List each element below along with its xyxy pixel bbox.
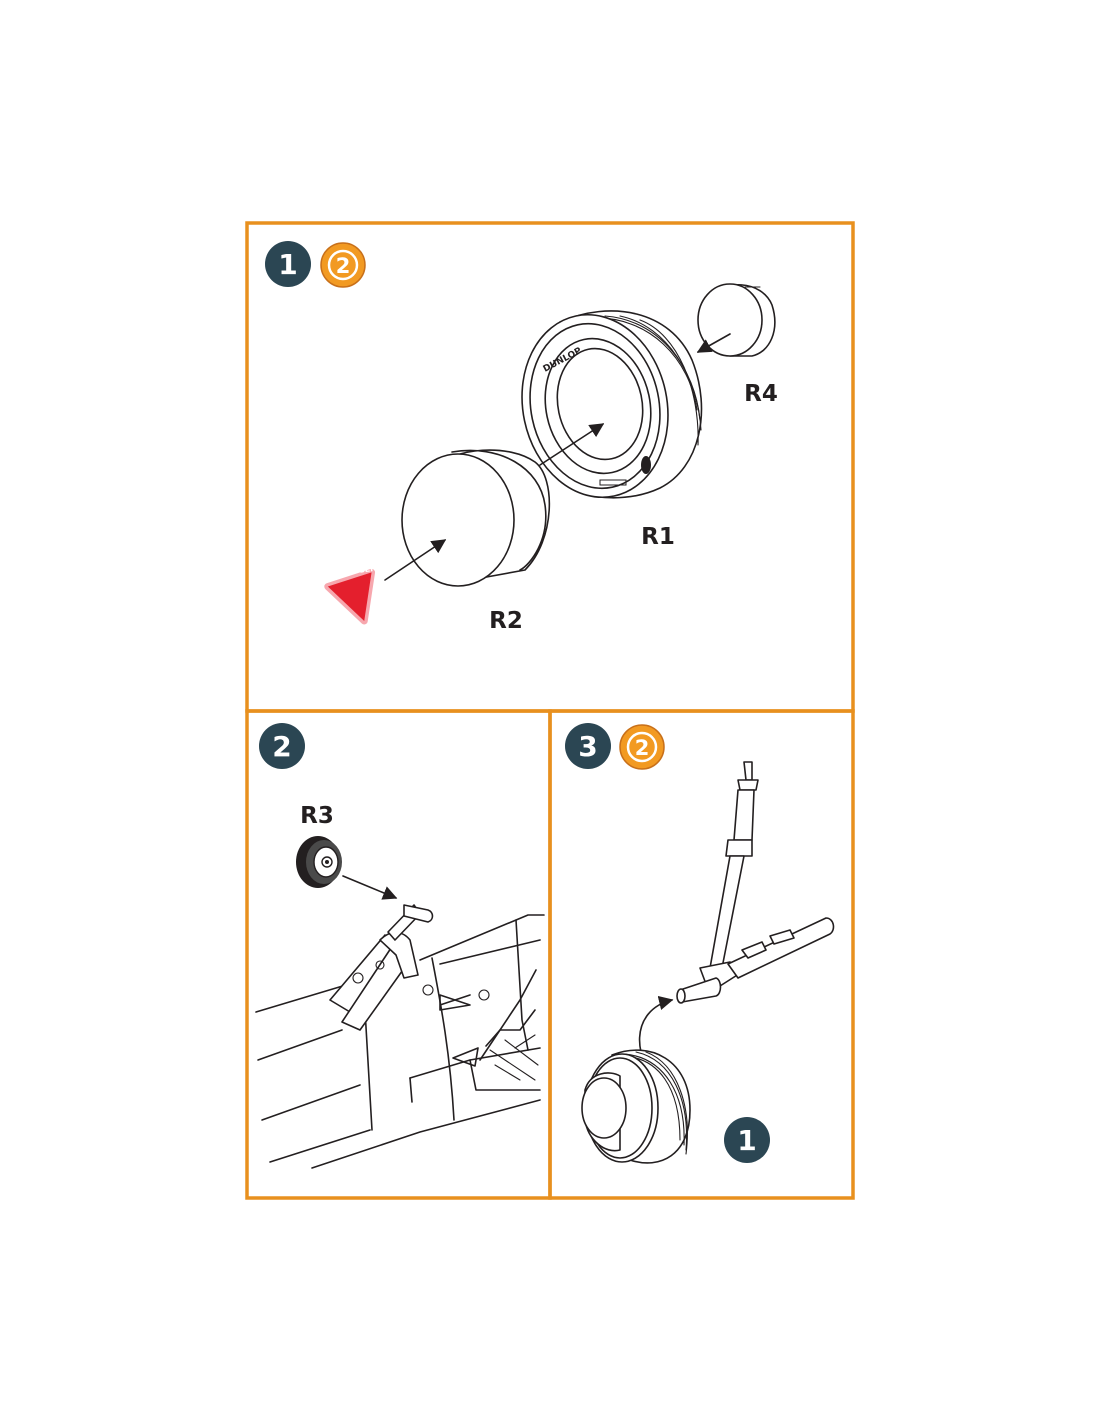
- step-2-badge: 2: [259, 723, 305, 769]
- arrow-decal-to-hub: [384, 539, 447, 581]
- sub-assembly-number-1: 2: [336, 254, 351, 278]
- sub-assembly-number-3: 2: [635, 736, 650, 760]
- sub-assembly-badge-1: 2: [320, 242, 366, 288]
- arrow-wheel-to-axle: [342, 875, 398, 900]
- wheel-assembly: [581, 1049, 691, 1164]
- sub-assembly-badge-3: 2: [619, 724, 665, 770]
- step-1-number: 1: [278, 248, 297, 281]
- part-label-r3: R3: [300, 803, 334, 829]
- ref-step-number: 1: [737, 1124, 756, 1157]
- ref-step-badge: 1: [724, 1117, 770, 1163]
- panel-3: 3 2: [565, 723, 835, 1164]
- arrow-r4-to-tire: [696, 333, 731, 353]
- panel-3-frame: [548, 709, 855, 1200]
- wheel-r3: [296, 836, 342, 888]
- danger-decal-icon: DANGER: [324, 564, 377, 625]
- panel-frames: [245, 221, 855, 1200]
- arrow-hub-to-tire: [539, 423, 605, 466]
- tire-r1: DUNLOP: [521, 310, 703, 499]
- hub-inner-r4: [697, 283, 776, 357]
- step-3-number: 3: [578, 730, 597, 763]
- landing-gear-strut: [676, 761, 835, 1004]
- step-1-badge: 1: [265, 241, 311, 287]
- panel-2: 2 R3: [255, 723, 545, 1169]
- step-2-number: 2: [272, 730, 291, 763]
- hub-outer-r2: [401, 449, 551, 587]
- fuselage-drawing: [255, 904, 545, 1169]
- panel-1: 1 2 DUNLOP: [265, 241, 778, 634]
- step-3-badge: 3: [565, 723, 611, 769]
- part-label-r4: R4: [744, 381, 778, 407]
- part-label-r2: R2: [489, 608, 523, 634]
- part-label-r1: R1: [641, 524, 675, 550]
